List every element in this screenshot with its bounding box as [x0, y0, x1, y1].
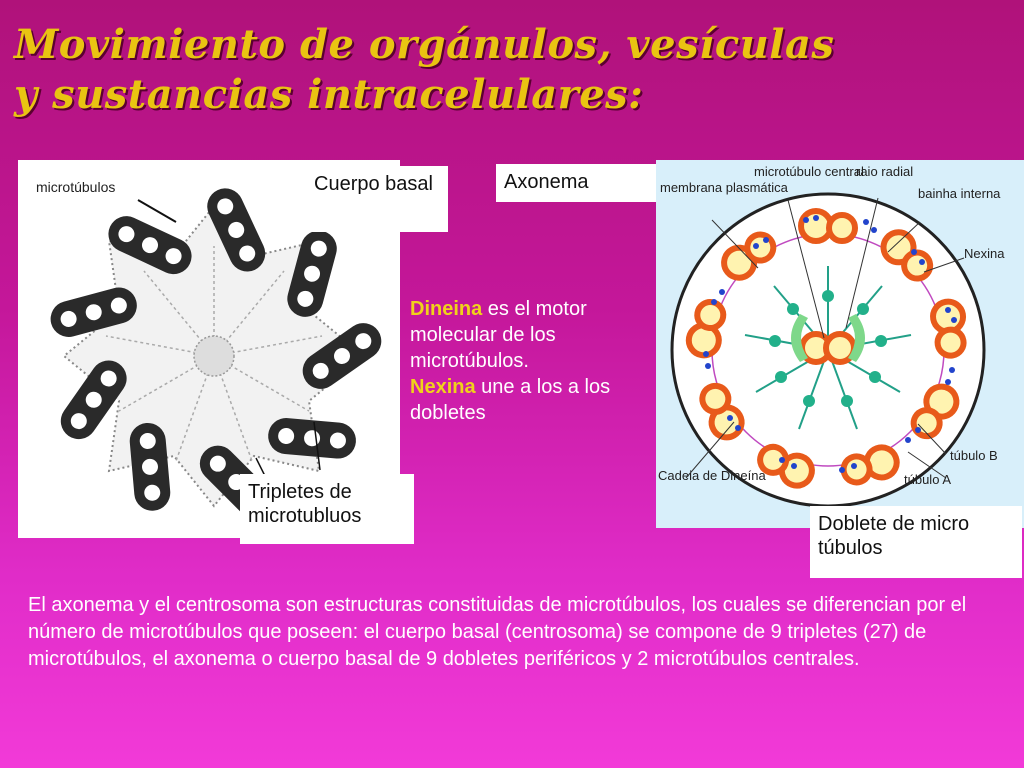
tripletes-label: Tripletes de microtubluos — [240, 474, 414, 544]
title-line-2: y sustancias intracelulares: — [14, 71, 644, 118]
summary-paragraph: El axonema y el centrosoma son estructur… — [28, 594, 967, 670]
axonema-label: Axonema — [496, 164, 658, 202]
nexina-definition: une a los a los dobletes — [410, 376, 611, 424]
cuerpo-basal-text: Cuerpo basal — [314, 173, 433, 195]
microtubulo-central-label: microtúbulo central — [754, 164, 864, 179]
membrana-label: membrana plasmática — [660, 180, 789, 195]
page-title: Movimiento de orgánulos, vesículas y sus… — [14, 20, 1014, 120]
nexina-term: Nexina — [410, 376, 476, 398]
cuerpo-basal-label: Cuerpo basal — [306, 166, 448, 232]
title-line-1: Movimiento de orgánulos, vesículas — [14, 21, 835, 68]
nexina-label: Nexina — [964, 246, 1005, 261]
raio-radial-label: raio radial — [856, 164, 913, 179]
microtubulos-label: microtúbulos — [36, 179, 115, 195]
dineina-nexina-description: Dineina es el motor molecular de los mic… — [410, 296, 650, 426]
tubulo-a-label: túbulo A — [904, 472, 951, 487]
dineina-term: Dineina — [410, 298, 483, 320]
axonema-illustration: membrana plasmática microtúbulo central … — [658, 164, 1005, 508]
doblete-label: Doblete de micro túbulos — [810, 506, 1022, 578]
bainha-interna-label: bainha interna — [918, 186, 1001, 201]
tripletes-text: Tripletes de microtubluos — [248, 481, 362, 527]
doblete-text: Doblete de micro túbulos — [818, 513, 970, 559]
axonema-text: Axonema — [504, 171, 589, 193]
basal-body-illustration: microtúbulos — [36, 179, 382, 519]
axonema-figure: membrana plasmática microtúbulo central … — [656, 160, 1024, 528]
tubulo-b-label: túbulo B — [950, 448, 998, 463]
cadeia-label: Cadeia de Dineína — [658, 468, 766, 483]
dineina-definition: es el motor molecular de los microtúbulo… — [410, 298, 587, 372]
